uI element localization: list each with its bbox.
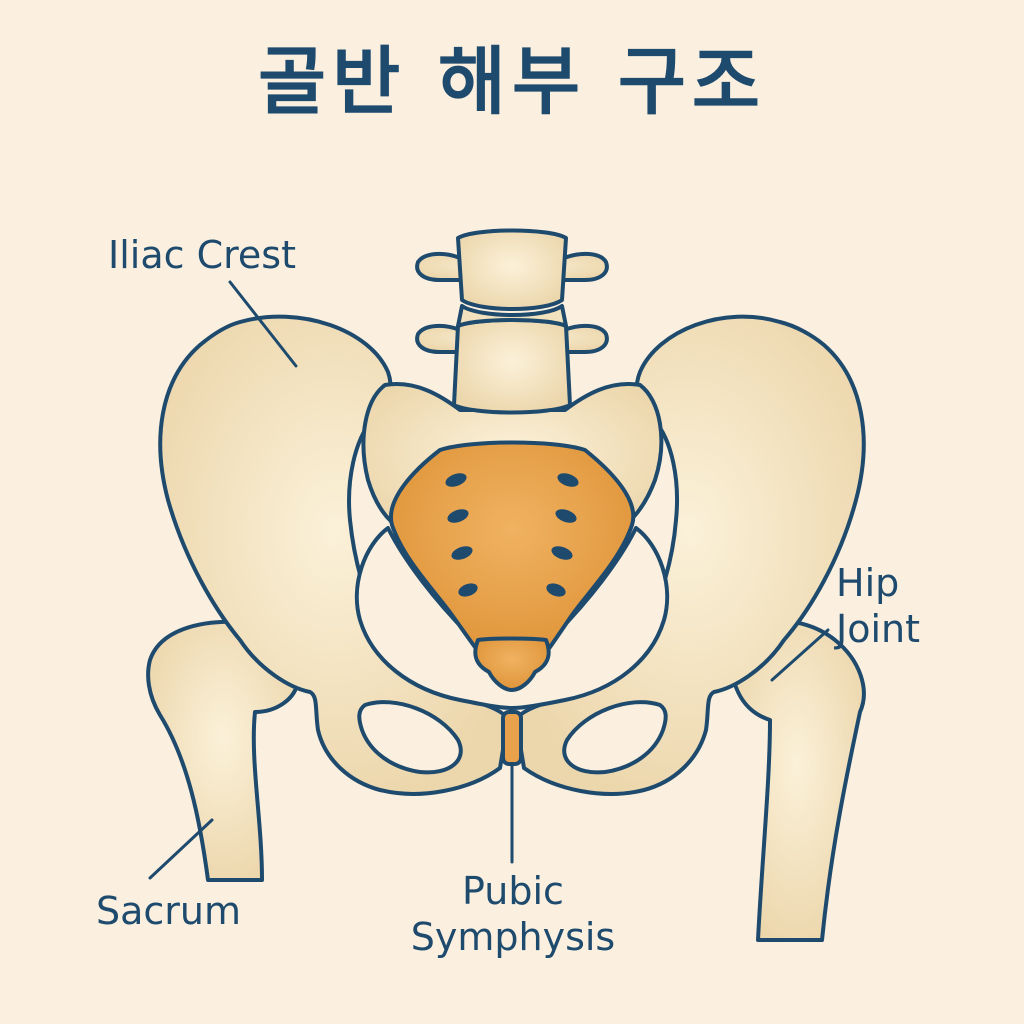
leader-sacrum: [148, 818, 214, 880]
left-obturator-foramen: [357, 700, 463, 775]
leader-iliac-crest: [228, 280, 298, 368]
right-obturator-foramen: [562, 700, 668, 775]
label-sacrum: Sacrum: [96, 889, 242, 933]
label-hip-line2: Joint: [836, 607, 920, 651]
page-title: 골반 해부 구조: [257, 39, 766, 125]
label-pubic-symphysis: Pubic Symphysis: [408, 868, 618, 960]
intervertebral-disc: [456, 304, 568, 328]
leader-hip-joint: [770, 628, 830, 682]
label-iliac-crest: Iliac Crest: [108, 233, 296, 277]
sacral-foramina: [445, 473, 579, 597]
coccyx: [473, 636, 551, 692]
label-pubic-line1: Pubic: [462, 869, 564, 913]
label-hip-line1: Hip: [836, 561, 900, 605]
right-femur: [727, 619, 866, 942]
vertebra-lower-body: [452, 318, 572, 415]
pubic-symphysis: [501, 710, 523, 766]
label-pubic-line2: Symphysis: [410, 915, 616, 959]
sacrum: [388, 440, 636, 662]
vertebra-upper-body: [456, 228, 568, 311]
label-hip-joint: Hip Joint: [836, 560, 920, 652]
